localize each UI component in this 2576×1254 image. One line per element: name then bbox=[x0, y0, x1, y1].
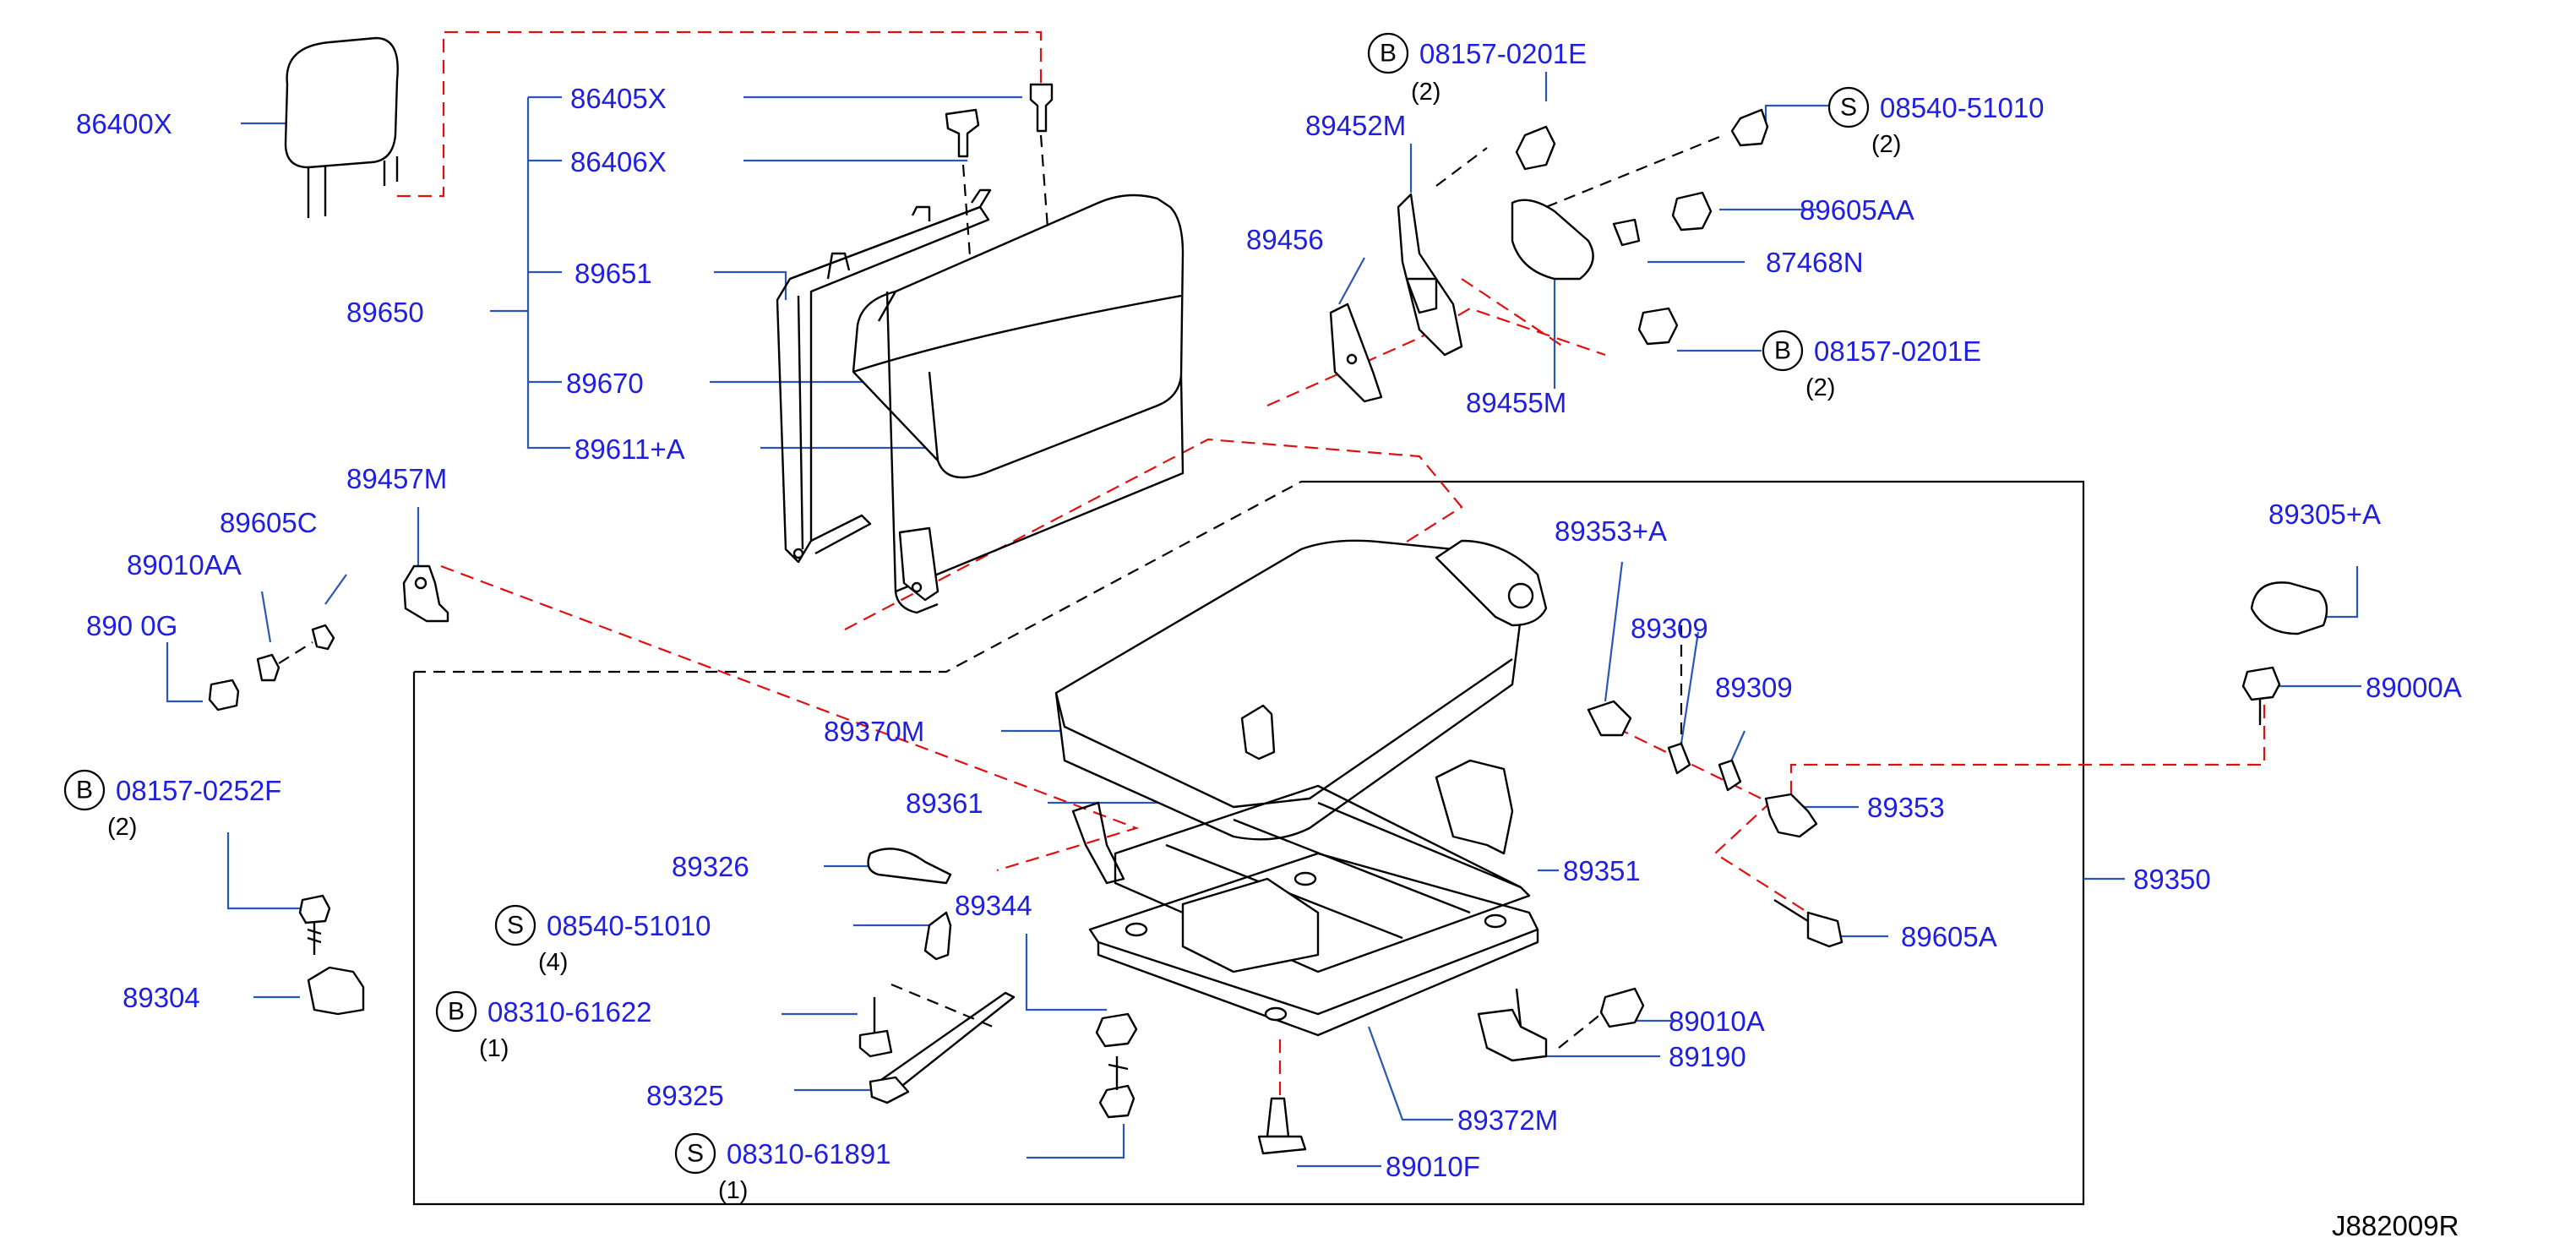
part-labels: 86400X 86405X 86406X 89651 89650 89670 8… bbox=[76, 83, 2462, 1182]
seat-frame bbox=[1071, 759, 1531, 973]
headrest bbox=[284, 36, 399, 218]
latch-89353 bbox=[1764, 793, 1818, 838]
fastener-qty: (2) bbox=[1871, 131, 1901, 158]
headrest-guides bbox=[945, 83, 1054, 280]
label-89351: 89351 bbox=[1563, 855, 1641, 886]
label-89670: 89670 bbox=[566, 368, 644, 399]
fastener-qty: (1) bbox=[718, 1177, 748, 1204]
fastener-callout-6: B 08310-61622 (1) bbox=[435, 990, 652, 1062]
label-89611A: 89611+A bbox=[575, 433, 685, 465]
label-89309b: 89309 bbox=[1631, 613, 1708, 644]
seat-cushion bbox=[1054, 539, 1548, 841]
bolt-08310-61891 bbox=[1095, 1012, 1138, 1119]
seat-base-plate bbox=[1088, 852, 1539, 1037]
fastener-prefix: B bbox=[76, 777, 93, 804]
label-89350: 89350 bbox=[2133, 864, 2211, 895]
label-89456: 89456 bbox=[1246, 224, 1324, 255]
clips-89309 bbox=[1587, 625, 1742, 792]
fastener-prefix: B bbox=[1380, 40, 1397, 68]
bolt-89010F bbox=[1257, 1097, 1307, 1155]
label-89000G: 890 0G bbox=[86, 610, 177, 641]
label-89325: 89325 bbox=[646, 1080, 724, 1111]
label-89309: 89309 bbox=[1715, 672, 1793, 703]
label-89304: 89304 bbox=[123, 982, 200, 1013]
strap-89325 bbox=[869, 991, 1016, 1104]
cushion-frame bbox=[412, 480, 2085, 1206]
hinge-bracket-left bbox=[402, 564, 449, 623]
label-89605A: 89605A bbox=[1901, 921, 1997, 952]
fastener-qty: (2) bbox=[1805, 374, 1835, 401]
fastener-callout-1: B 08157-0201E (2) bbox=[1367, 32, 1587, 106]
label-89370M: 89370M bbox=[824, 716, 924, 747]
fastener-code: 08310-61891 bbox=[727, 1138, 891, 1169]
fastener-qty: (2) bbox=[107, 814, 137, 841]
label-89010F: 89010F bbox=[1386, 1151, 1480, 1182]
label-89457M: 89457M bbox=[346, 463, 447, 494]
fastener-code: 08310-61622 bbox=[487, 996, 652, 1028]
clip-89304 bbox=[307, 966, 365, 1016]
strap-89326 bbox=[867, 848, 952, 885]
cap-89305A bbox=[2250, 581, 2328, 635]
fastener-prefix: B bbox=[448, 998, 465, 1026]
label-89605AA: 89605AA bbox=[1800, 194, 1914, 226]
fastener-callout-2: S 08540-51010 (2) bbox=[1827, 86, 2045, 158]
seatback-frame bbox=[776, 188, 992, 564]
fastener-callout-5: S 08540-51010 (4) bbox=[494, 904, 711, 976]
fastener-callout-3: B 08157-0201E (2) bbox=[1762, 330, 1981, 401]
bolt-08310-61622 bbox=[858, 983, 994, 1058]
screw-08540-51010 bbox=[923, 911, 952, 961]
label-86405X: 86405X bbox=[570, 83, 667, 114]
label-89452M: 89452M bbox=[1305, 110, 1406, 141]
fastener-prefix: B bbox=[1774, 337, 1791, 365]
label-89326: 89326 bbox=[672, 851, 749, 882]
label-89353A: 89353+A bbox=[1555, 515, 1667, 547]
bracket-89190 bbox=[1477, 988, 1548, 1062]
label-89605C: 89605C bbox=[220, 507, 318, 538]
fastener-qty: (4) bbox=[538, 949, 568, 976]
seatback bbox=[852, 194, 1185, 614]
fastener-prefix: S bbox=[1840, 94, 1857, 122]
bolt-89010A bbox=[1558, 987, 1645, 1049]
label-89455M: 89455M bbox=[1466, 387, 1566, 418]
label-89651: 89651 bbox=[575, 258, 652, 289]
fastener-code: 08157-0201E bbox=[1814, 335, 1981, 367]
fastener-code: 08540-51010 bbox=[547, 910, 711, 941]
label-89353: 89353 bbox=[1867, 792, 1945, 823]
fastener-code: 08157-0252F bbox=[116, 775, 281, 806]
bolt-08157-0252F bbox=[298, 894, 331, 955]
fastener-code: 08540-51010 bbox=[1880, 92, 2045, 123]
fastener-qty: (2) bbox=[1411, 79, 1440, 106]
label-89361: 89361 bbox=[906, 788, 983, 819]
bolt-89000A bbox=[2241, 666, 2281, 725]
label-89190: 89190 bbox=[1669, 1041, 1746, 1072]
label-87468N: 87468N bbox=[1766, 247, 1864, 278]
upper-bolts bbox=[1515, 108, 1769, 346]
label-89650: 89650 bbox=[346, 297, 424, 328]
fastener-prefix: S bbox=[507, 912, 524, 940]
fastener-callout-4: B 08157-0252F (2) bbox=[63, 769, 281, 841]
label-86400X: 86400X bbox=[76, 108, 172, 139]
diagram-id: J882009R bbox=[2332, 1210, 2459, 1241]
recliner-brackets bbox=[1329, 134, 1724, 403]
label-89000A: 89000A bbox=[2366, 672, 2462, 703]
label-86406X: 86406X bbox=[570, 146, 667, 177]
fastener-callout-7: S 08310-61891 (1) bbox=[674, 1132, 891, 1204]
fastener-qty: (1) bbox=[479, 1035, 509, 1062]
label-89344: 89344 bbox=[955, 890, 1032, 921]
bolt-89605A bbox=[1773, 898, 1844, 948]
label-89372M: 89372M bbox=[1457, 1104, 1558, 1136]
label-89010A: 89010A bbox=[1669, 1006, 1765, 1037]
left-fasteners bbox=[208, 624, 335, 712]
label-89010AA: 89010AA bbox=[127, 549, 242, 581]
fastener-code: 08157-0201E bbox=[1419, 38, 1587, 69]
label-89305A: 89305+A bbox=[2268, 499, 2381, 530]
fastener-prefix: S bbox=[687, 1140, 704, 1168]
